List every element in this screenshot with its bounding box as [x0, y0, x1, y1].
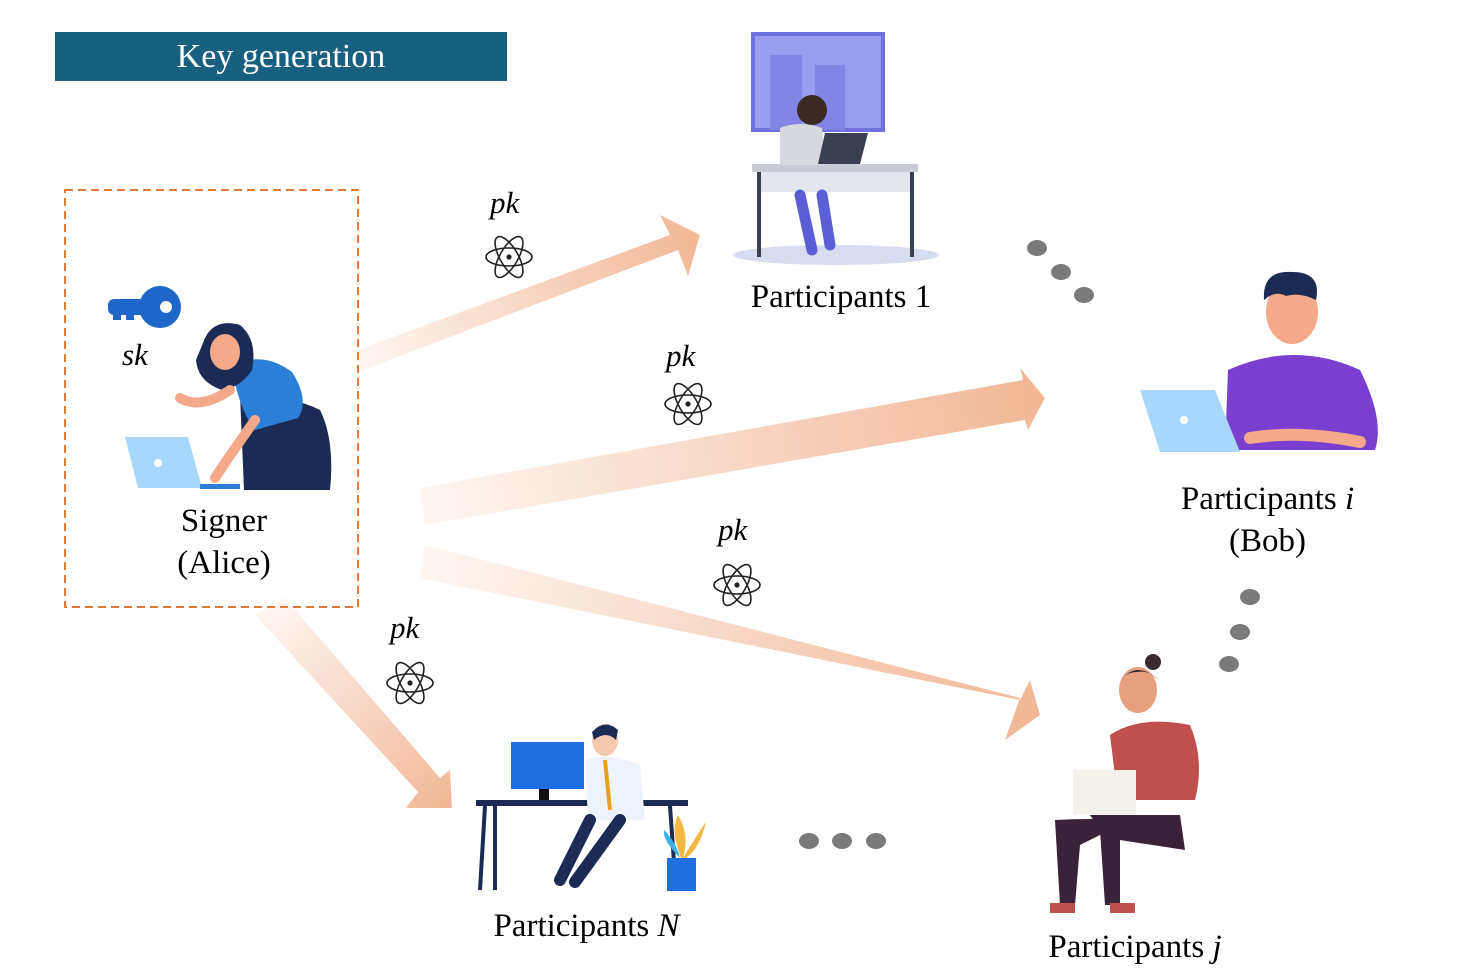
signer-box: [64, 189, 359, 608]
arrow-to-participant-1: [353, 215, 700, 372]
arrow-to-participant-j: [420, 545, 1040, 740]
signer-alias: (Alice): [177, 545, 271, 581]
participant-N-illustration: [476, 724, 706, 891]
participant-1-label: Participants 1: [750, 279, 932, 315]
participant-j-text: Participants: [1048, 929, 1213, 965]
participant-N-var: N: [657, 908, 680, 944]
ellipsis-dots-bottom: [799, 833, 886, 849]
public-key-label: pk: [718, 512, 748, 547]
ellipsis-dots-right: [1219, 589, 1260, 672]
secret-key-label: sk: [122, 337, 148, 372]
signer-illustration: [125, 323, 332, 490]
participant-i-illustration: [1140, 271, 1378, 452]
signer-label: Signer (Alice): [124, 500, 324, 584]
arrow-to-participant-N: [255, 598, 452, 808]
participant-i-var: i: [1344, 481, 1355, 517]
key-icon: [108, 286, 181, 328]
signer-name: Signer: [180, 503, 268, 539]
public-key-label: pk: [390, 610, 420, 645]
atom-icon: [713, 559, 761, 611]
public-key-label: pk: [666, 338, 696, 373]
diagram-title: Key generation: [55, 32, 507, 81]
participant-1-illustration: [733, 32, 939, 265]
participant-j-illustration: [1050, 654, 1199, 913]
public-key-label: pk: [490, 185, 520, 220]
participant-i-text: Participants: [1180, 481, 1345, 517]
participant-N-label: Participants N: [474, 905, 699, 947]
arrow-to-participant-i: [420, 368, 1045, 525]
participant-j-var: j: [1212, 929, 1222, 965]
participant-N-text: Participants: [493, 908, 658, 944]
participant-j-label: Participants j: [1020, 926, 1250, 968]
atom-icon: [386, 657, 434, 709]
atom-icon: [485, 231, 533, 283]
participant-i-label: Participants i (Bob): [1155, 478, 1380, 562]
atom-icon: [664, 378, 712, 430]
participant-i-alias: (Bob): [1229, 523, 1306, 559]
ellipsis-dots-top: [1027, 240, 1094, 303]
